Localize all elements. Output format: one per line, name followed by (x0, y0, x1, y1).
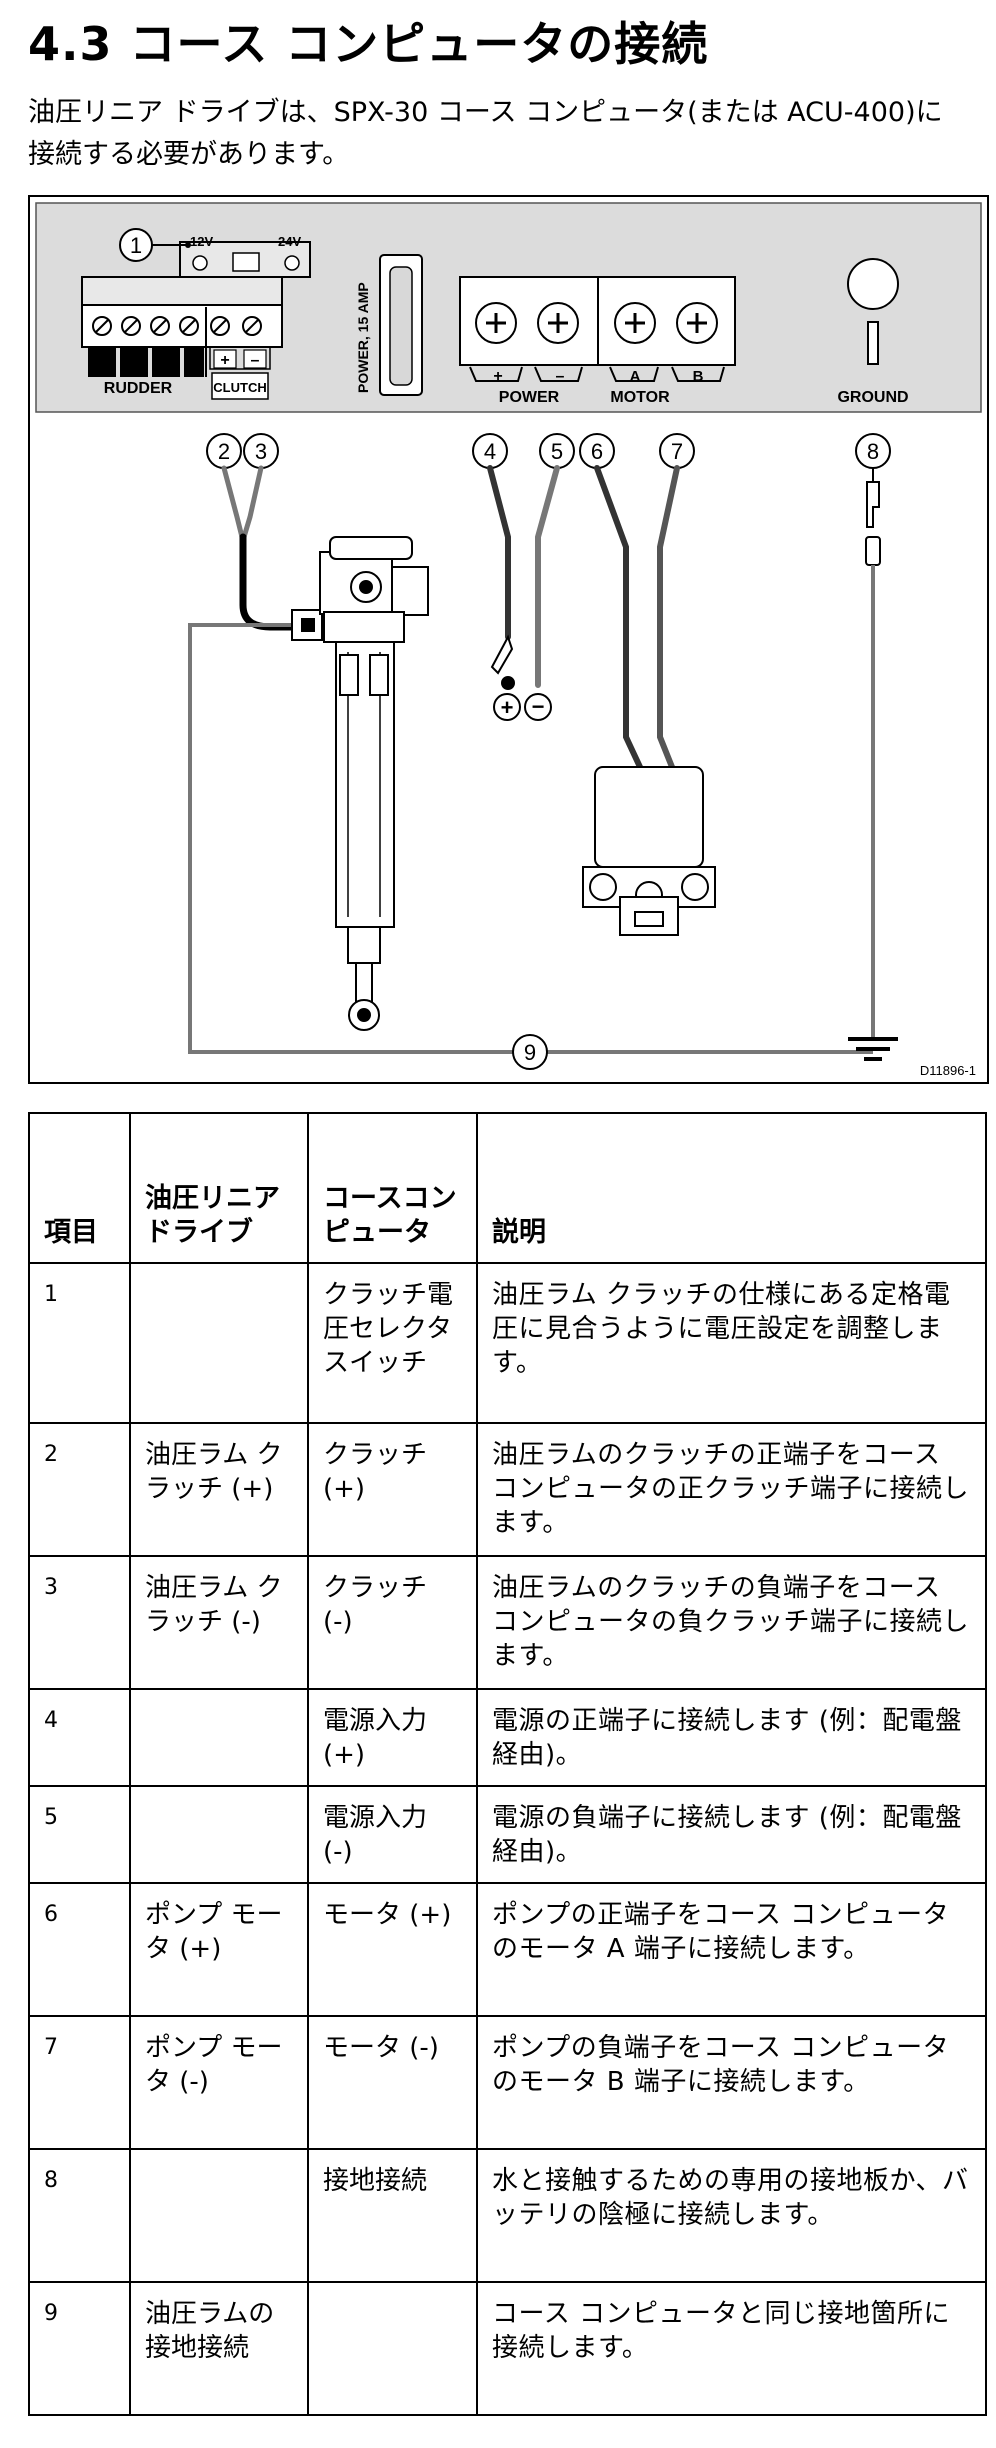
table-row: 1 クラッチ電圧セレクタ スイッチ 油圧ラム クラッチの仕様にある定格電圧に見合… (28, 1262, 987, 1424)
row-item: 4 (28, 1688, 131, 1787)
svg-text:6: 6 (591, 439, 603, 464)
row-drive (129, 1688, 309, 1787)
row-computer: モータ (+) (307, 1882, 478, 2017)
intro-paragraph: 油圧リニア ドライブは、SPX-30 コース コンピュータ(または ACU-40… (28, 97, 943, 170)
row-description: 油圧ラムのクラッチの正端子をコース コンピュータの正クラッチ端子に接続します。 (476, 1422, 987, 1557)
row-computer: 接地接続 (307, 2148, 478, 2283)
row-description: コース コンピュータと同じ接地箇所に接続します。 (476, 2281, 987, 2416)
clutch-label: CLUTCH (213, 380, 266, 395)
row-drive (129, 1785, 309, 1884)
row-drive: ポンプ モータ (+) (129, 1882, 309, 2017)
row-item: 6 (28, 1882, 131, 2017)
svg-text:7: 7 (671, 439, 683, 464)
svg-text:3: 3 (255, 439, 267, 464)
svg-text:A: A (630, 368, 641, 385)
row-item: 9 (28, 2281, 131, 2416)
svg-text:9: 9 (524, 1040, 536, 1065)
voltage-selector-switch: 12V 24V (152, 234, 311, 278)
row-drive: 油圧ラム クラッチ (+) (129, 1422, 309, 1557)
row-computer (307, 2281, 478, 2416)
power-label: POWER (499, 389, 560, 406)
row-computer: 電源入力 (+) (307, 1688, 478, 1787)
clutch-wires (221, 465, 296, 631)
svg-text:–: – (251, 352, 260, 369)
row-drive: ポンプ モータ (-) (129, 2015, 309, 2150)
svg-text:4: 4 (484, 439, 496, 464)
svg-text:2: 2 (218, 439, 230, 464)
table-row: 3 油圧ラム クラッチ (-) クラッチ (-) 油圧ラムのクラッチの負端子をコ… (28, 1555, 987, 1690)
header-item: 項目 (28, 1112, 131, 1264)
svg-text:8: 8 (867, 439, 879, 464)
row-description: ポンプの負端子をコース コンピュータのモータ B 端子に接続します。 (476, 2015, 987, 2150)
table-row: 7 ポンプ モータ (-) モータ (-) ポンプの負端子をコース コンピュータ… (28, 2015, 987, 2150)
row-description: 水と接触するための専用の接地板か、バッテリの陰極に接続します。 (476, 2148, 987, 2283)
row-computer: クラッチ (-) (307, 1555, 478, 1690)
row-drive (129, 1262, 309, 1424)
row-computer: モータ (-) (307, 2015, 478, 2150)
header-computer: コースコンピュータ (307, 1112, 478, 1264)
wiring-diagram-svg: RUDDER CLUTCH + – 12V 24V POWER, 15 AMP (35, 202, 982, 1078)
drawing-id: D11896-1 (920, 1063, 976, 1078)
svg-text:12V: 12V (190, 234, 213, 249)
ground-stud: GROUND (837, 258, 909, 406)
pump-motor (582, 766, 716, 936)
table-row: 6 ポンプ モータ (+) モータ (+) ポンプの正端子をコース コンピュータ… (28, 1882, 987, 2017)
ground-wire (848, 468, 898, 1061)
svg-text:24V: 24V (278, 234, 301, 249)
svg-text:+: + (501, 695, 514, 720)
fuse-15amp: POWER, 15 AMP (355, 254, 423, 396)
table-row: 9 油圧ラムの接地接続 コース コンピュータと同じ接地箇所に接続します。 (28, 2281, 987, 2416)
table-row: 8 接地接続 水と接触するための専用の接地板か、バッテリの陰極に接続します。 (28, 2148, 987, 2283)
row-description: 油圧ラム クラッチの仕様にある定格電圧に見合うように電圧設定を調整します。 (476, 1262, 987, 1424)
row-item: 8 (28, 2148, 131, 2283)
header-drive: 油圧リニア ドライブ (129, 1112, 309, 1264)
row-drive (129, 2148, 309, 2283)
table-row: 5 電源入力 (-) 電源の負端子に接続します (例：配電盤経由)。 (28, 1785, 987, 1884)
rudder-clutch-connector: RUDDER CLUTCH + – (81, 276, 283, 400)
header-description: 説明 (476, 1112, 987, 1264)
svg-text:–: – (556, 368, 565, 385)
motor-wires (594, 465, 680, 770)
svg-text:B: B (693, 368, 704, 385)
power-motor-terminals: + – A B POWER MOTOR (459, 276, 736, 406)
motor-label: MOTOR (610, 389, 670, 406)
row-item: 2 (28, 1422, 131, 1557)
wiring-diagram: RUDDER CLUTCH + – 12V 24V POWER, 15 AMP (28, 195, 989, 1084)
row-computer: クラッチ電圧セレクタ スイッチ (307, 1262, 478, 1424)
rudder-label: RUDDER (104, 380, 173, 397)
row-computer: 電源入力 (-) (307, 1785, 478, 1884)
power-wires (487, 465, 560, 688)
ground-label: GROUND (837, 389, 908, 406)
hydraulic-ram (291, 536, 429, 1031)
ram-ground-wire (188, 623, 873, 1054)
table-row: 4 電源入力 (+) 電源の正端子に接続します (例：配電盤経由)。 (28, 1688, 987, 1787)
connection-table: 項目 油圧リニア ドライブ コースコンピュータ 説明 1 クラッチ電圧セレクタ … (28, 1112, 987, 2416)
row-item: 7 (28, 2015, 131, 2150)
svg-text:+: + (493, 368, 502, 385)
svg-text:5: 5 (551, 439, 563, 464)
row-drive: 油圧ラム クラッチ (-) (129, 1555, 309, 1690)
row-computer: クラッチ (+) (307, 1422, 478, 1557)
row-item: 5 (28, 1785, 131, 1884)
row-item: 1 (28, 1262, 131, 1424)
power-fuse-holder (490, 634, 515, 690)
svg-text:−: − (532, 694, 545, 719)
svg-text:POWER, 15 AMP: POWER, 15 AMP (355, 282, 371, 393)
table-row: 2 油圧ラム クラッチ (+) クラッチ (+) 油圧ラムのクラッチの正端子をコ… (28, 1422, 987, 1557)
row-drive: 油圧ラムの接地接続 (129, 2281, 309, 2416)
svg-text:1: 1 (130, 233, 142, 258)
row-description: 電源の正端子に接続します (例：配電盤経由)。 (476, 1688, 987, 1787)
row-description: 油圧ラムのクラッチの負端子をコース コンピュータの負クラッチ端子に接続します。 (476, 1555, 987, 1690)
svg-text:+: + (220, 352, 229, 369)
row-description: 電源の負端子に接続します (例：配電盤経由)。 (476, 1785, 987, 1884)
row-description: ポンプの正端子をコース コンピュータのモータ A 端子に接続します。 (476, 1882, 987, 2017)
section-title: 4.3 コース コンピュータの接続 (28, 17, 709, 71)
row-item: 3 (28, 1555, 131, 1690)
